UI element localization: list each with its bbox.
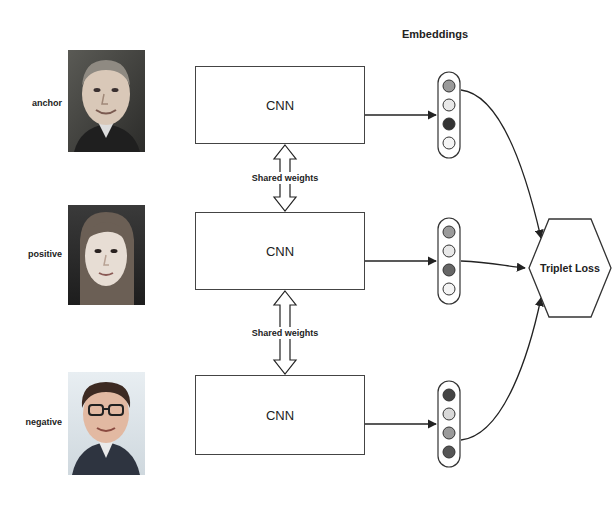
box-label: CNN — [266, 408, 294, 423]
anchor-photo — [68, 50, 145, 152]
output-arrow — [365, 260, 436, 261]
box-label: CNN — [266, 98, 294, 113]
loss-label: Triplet Loss — [540, 262, 600, 274]
input-label: negative — [25, 417, 62, 427]
embedding-vector — [438, 72, 460, 158]
embedding-vector — [438, 218, 460, 304]
cnn-box: CNN — [195, 375, 365, 455]
output-arrow — [365, 114, 436, 115]
embedding-vector — [438, 381, 460, 467]
loss-hexagon: Triplet Loss — [528, 218, 612, 318]
loss-arrow — [461, 261, 525, 268]
output-arrow — [365, 423, 436, 424]
edge-label: Shared weights — [249, 327, 322, 339]
loss-arrow — [461, 90, 541, 238]
cnn-box: CNN — [195, 212, 365, 290]
loss-arrow — [461, 298, 541, 440]
edge-label: Shared weights — [249, 172, 322, 184]
input-label: anchor — [32, 98, 62, 108]
positive-photo — [68, 205, 145, 305]
negative-photo — [68, 372, 145, 475]
cnn-box: CNN — [195, 66, 365, 144]
input-label: positive — [28, 249, 62, 259]
box-label: CNN — [266, 244, 294, 259]
column-heading: Embeddings — [402, 28, 468, 40]
